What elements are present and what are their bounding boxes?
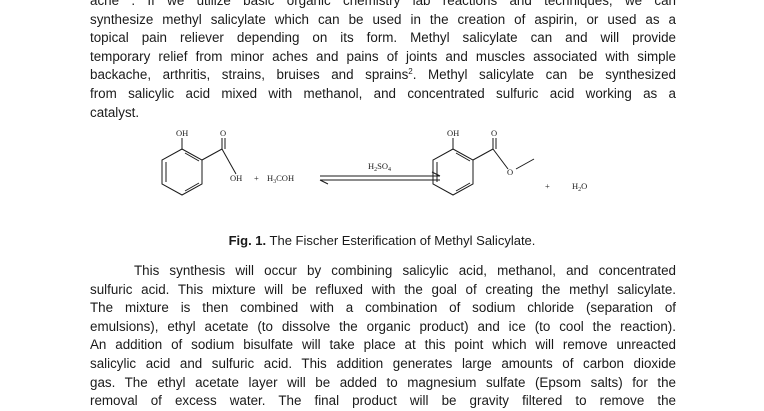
formula-subscript: 4 <box>388 167 391 173</box>
plus-sign: + <box>545 181 550 191</box>
text-line: topical pain reliever depending on its f… <box>90 30 676 46</box>
text-fragment: backache, arthritis, strains, bruises an… <box>90 67 409 83</box>
reaction-figure: OH O OH + H3COH H2SO4 <box>150 128 620 228</box>
plus-sign: + <box>254 173 259 183</box>
salicylic-acid-structure <box>161 138 237 196</box>
bond <box>472 148 494 161</box>
text-line: catalyst. <box>90 104 140 120</box>
figure-label: Fig. 1. <box>228 233 267 248</box>
benzene-ring <box>432 148 474 196</box>
methyl-bond <box>515 158 535 170</box>
acid-hydroxyl-label: OH <box>230 173 242 183</box>
figure-caption: Fig. 1. The Fischer Esterification of Me… <box>0 233 764 249</box>
hydroxyl-label: OH <box>447 128 459 138</box>
methanol-label: H3COH <box>267 173 294 185</box>
formula-part: H <box>572 181 578 191</box>
procedure-paragraph: This synthesis will occur by combining s… <box>90 262 676 411</box>
text-line: ache . If we utilize basic organic chemi… <box>90 0 676 8</box>
formula-subscript: 2 <box>578 187 581 193</box>
text-line: synthesize methyl salicylate which can b… <box>90 11 676 27</box>
ester-oxygen-label: O <box>507 167 513 177</box>
equilibrium-arrow <box>319 171 441 185</box>
text-line: salicylic acid and sulfuric acid. This a… <box>90 355 676 371</box>
water-label: H2O <box>572 181 587 193</box>
citation-superscript: 2 <box>408 67 413 77</box>
double-bond <box>184 152 200 162</box>
bond <box>201 148 223 161</box>
text-line: from salicylic acid mixed with methanol,… <box>90 85 676 101</box>
bond <box>492 148 509 170</box>
formula-subscript: 3 <box>273 179 276 185</box>
formula-subscript: 2 <box>374 167 377 173</box>
text-fragment: . Methyl salicylate can be synthesized <box>412 67 676 83</box>
text-line: sulfuric acid. This mixture will be refl… <box>90 281 676 297</box>
text-line: An addition of sodium bisulfate will tak… <box>90 337 676 353</box>
hydroxyl-label: OH <box>176 128 188 138</box>
bond <box>221 148 237 175</box>
formula-part: COH <box>276 173 294 183</box>
text-line: gas. The ethyl acetate layer will be add… <box>90 374 676 390</box>
arrow-head <box>319 179 329 185</box>
formula-part: H <box>267 173 273 183</box>
carbonyl-oxygen-label: O <box>220 128 226 138</box>
text-line: This synthesis will occur by combining s… <box>134 263 676 278</box>
formula-part: SO <box>377 161 388 171</box>
carbonyl-oxygen-label: O <box>491 128 497 138</box>
text-line: removal of excess water. The final produ… <box>90 393 676 409</box>
double-bond <box>455 182 471 192</box>
caption-text: The Fischer Esterification of Methyl Sal… <box>266 233 536 248</box>
reaction-scheme: OH O OH + H3COH H2SO4 <box>161 128 587 196</box>
catalyst-label: H2SO4 <box>368 161 391 173</box>
text-line: temporary relief from minor aches and pa… <box>90 48 676 64</box>
text-line: backache, arthritis, strains, bruises an… <box>90 66 676 85</box>
double-bond <box>184 182 200 192</box>
text-line: emulsions), ethyl acetate (to dissolve t… <box>90 318 676 334</box>
formula-part: H <box>368 161 374 171</box>
intro-paragraph: ache . If we utilize basic organic chemi… <box>90 0 676 122</box>
methyl-salicylate-structure <box>432 138 535 196</box>
formula-part: O <box>581 181 587 191</box>
double-bond <box>455 152 471 162</box>
text-line: The mixture is then combined with a comb… <box>90 300 676 316</box>
benzene-ring <box>161 148 203 196</box>
